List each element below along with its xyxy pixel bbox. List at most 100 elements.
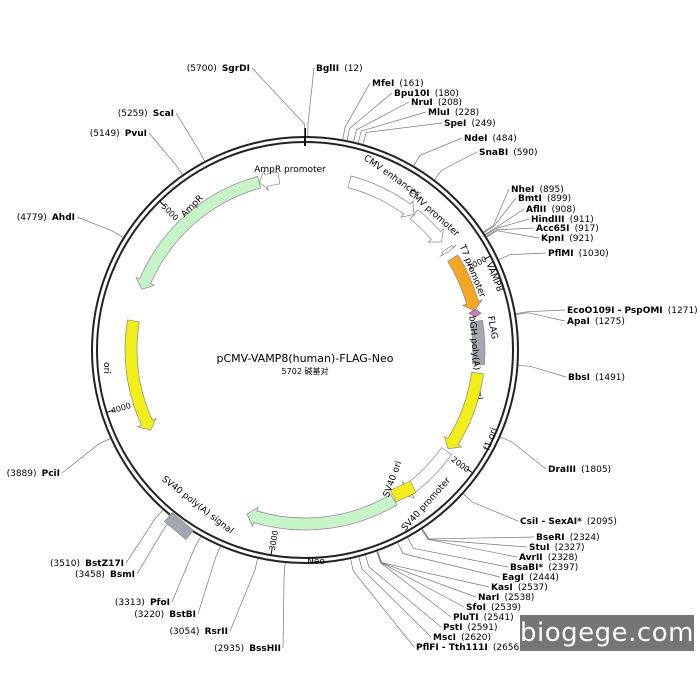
site-leader-line (498, 252, 547, 260)
site-scai: (5259) ScaI (118, 101, 205, 162)
site-leader-line (516, 312, 566, 322)
site-label: PflMI (1030) (548, 241, 609, 260)
feature-cmv-enhancer: CMV enhancer (347, 154, 421, 218)
tick-label: 3000 (268, 530, 280, 552)
feature-shape (246, 493, 398, 531)
tick-mark (466, 468, 473, 473)
site-label: (5149) PvuI (90, 121, 147, 140)
site-leader-line (229, 558, 258, 632)
site-mlui: MluI (228) (357, 100, 479, 143)
site-bsshii: (2935) BssHII (214, 563, 286, 654)
feature-shape (468, 308, 482, 318)
site-pvui: (5149) PvuI (90, 121, 183, 175)
feature-ori: ori (101, 319, 157, 431)
site-nhei: NheI (895) (483, 177, 564, 233)
site-pflmi: PflMI (1030) (498, 241, 609, 260)
site-label: PflFI - Tth111I (2656) (416, 635, 523, 654)
site-psti: PstI (2591) (365, 555, 497, 633)
plasmid-length: 5702 碱基对 (282, 366, 329, 376)
feature-shape (163, 511, 195, 541)
feature-sv40-poly-a-signal: SV40 poly(A) signal (160, 474, 235, 541)
site-leader-line (171, 536, 202, 603)
site-leader-line (397, 542, 501, 578)
site-label: PluTI (2541) (453, 605, 514, 624)
site-leader-line (148, 132, 183, 175)
site-leader-line (407, 537, 509, 568)
site-leader-line (136, 517, 173, 575)
site-label: BglII (12) (316, 56, 363, 75)
site-leader-line (518, 365, 567, 378)
site-label: DraIII (1805) (548, 457, 611, 476)
site-label: NdeI (484) (464, 126, 517, 145)
site-sgrdi: (5700) SgrDI (187, 64, 305, 137)
site-leader-line (342, 82, 371, 140)
site-leader-line (484, 208, 525, 235)
site-label: MluI (228) (428, 100, 479, 119)
site-ahdi: (4779) AhdI (17, 205, 124, 238)
site-msci: MscI (2620) (358, 557, 491, 644)
site-leader-line (421, 529, 518, 558)
site-pfoi: (3313) PfoI (115, 536, 202, 609)
site-leader-line (125, 509, 164, 564)
feature-ampr-promoter: AmpR promoter (254, 165, 326, 192)
site-label: KpnI (921) (541, 226, 593, 245)
site-leader-line (413, 137, 463, 166)
site-hindiii: HindIII (911) (485, 215, 594, 236)
site-label: KasI (2537) (491, 575, 548, 594)
site-label: EagI (2444) (502, 565, 559, 584)
site-label: StuI (2327) (529, 535, 585, 554)
tick-mark (270, 548, 273, 555)
site-apai: ApaI (1275) (516, 309, 625, 328)
site-leader-line (483, 188, 510, 233)
site-leader-line (357, 111, 427, 143)
site-bbsi: BbsI (1491) (518, 365, 625, 384)
tick-label: 5000 (159, 202, 180, 223)
site-leader-line (422, 528, 535, 540)
site-label: (3313) PfoI (115, 590, 170, 609)
tick-label: 4000 (110, 401, 132, 416)
site-snabi: SnaBI (590) (434, 148, 537, 180)
site-label: NheI (895) (511, 177, 564, 196)
site-pcii: (3889) PciI (7, 438, 111, 479)
site-leader-line (463, 493, 519, 522)
site-label: (4779) AhdI (17, 205, 75, 224)
feature-f1-ori: f1 ori (443, 371, 500, 452)
tick-label: 2000 (449, 455, 471, 474)
feature-ampr: AmpR (135, 175, 262, 290)
site-label: BbsI (1491) (568, 365, 625, 384)
site-label: (5259) ScaI (118, 101, 174, 120)
site-label: AvrII (2328) (519, 545, 578, 564)
site-leader-line (61, 438, 111, 474)
site-label: MscI (2620) (433, 625, 491, 644)
site-leader-line (362, 122, 443, 145)
site-pluti: PluTI (2541) (376, 551, 514, 624)
site-leader-line (486, 230, 540, 239)
site-sfoi: SfoI (2539) (376, 551, 521, 614)
site-leader-line (307, 67, 315, 137)
site-mfei: MfeI (161) (342, 79, 424, 140)
site-label: BmtI (899) (518, 186, 571, 205)
feature-shape (439, 244, 457, 257)
site-bstz17i: (3510) BstZ17I (50, 509, 164, 569)
site-label: (3220) BstBI (134, 602, 196, 621)
site-label: ApaI (1275) (567, 309, 625, 328)
feature-shape (258, 169, 281, 192)
site-label: SpeI (249) (444, 111, 496, 130)
site-leader-line (376, 551, 465, 608)
site-leader-line (175, 112, 205, 162)
feature-shape (470, 319, 486, 366)
site-leader-line (251, 67, 305, 137)
feature-shape (443, 371, 484, 450)
feature-label: ori (101, 362, 111, 374)
site-leader-line (483, 197, 517, 233)
site-label: BseRI (2324) (536, 525, 600, 544)
site-leader-line (358, 557, 432, 638)
backbone (91, 128, 519, 564)
site-leader-line (515, 309, 566, 315)
site-avrii: AvrII (2328) (421, 529, 578, 564)
site-label: SfoI (2539) (466, 595, 521, 614)
site-leader-line (486, 227, 535, 237)
site-leader-line (376, 551, 452, 618)
feature-shape (347, 175, 415, 218)
